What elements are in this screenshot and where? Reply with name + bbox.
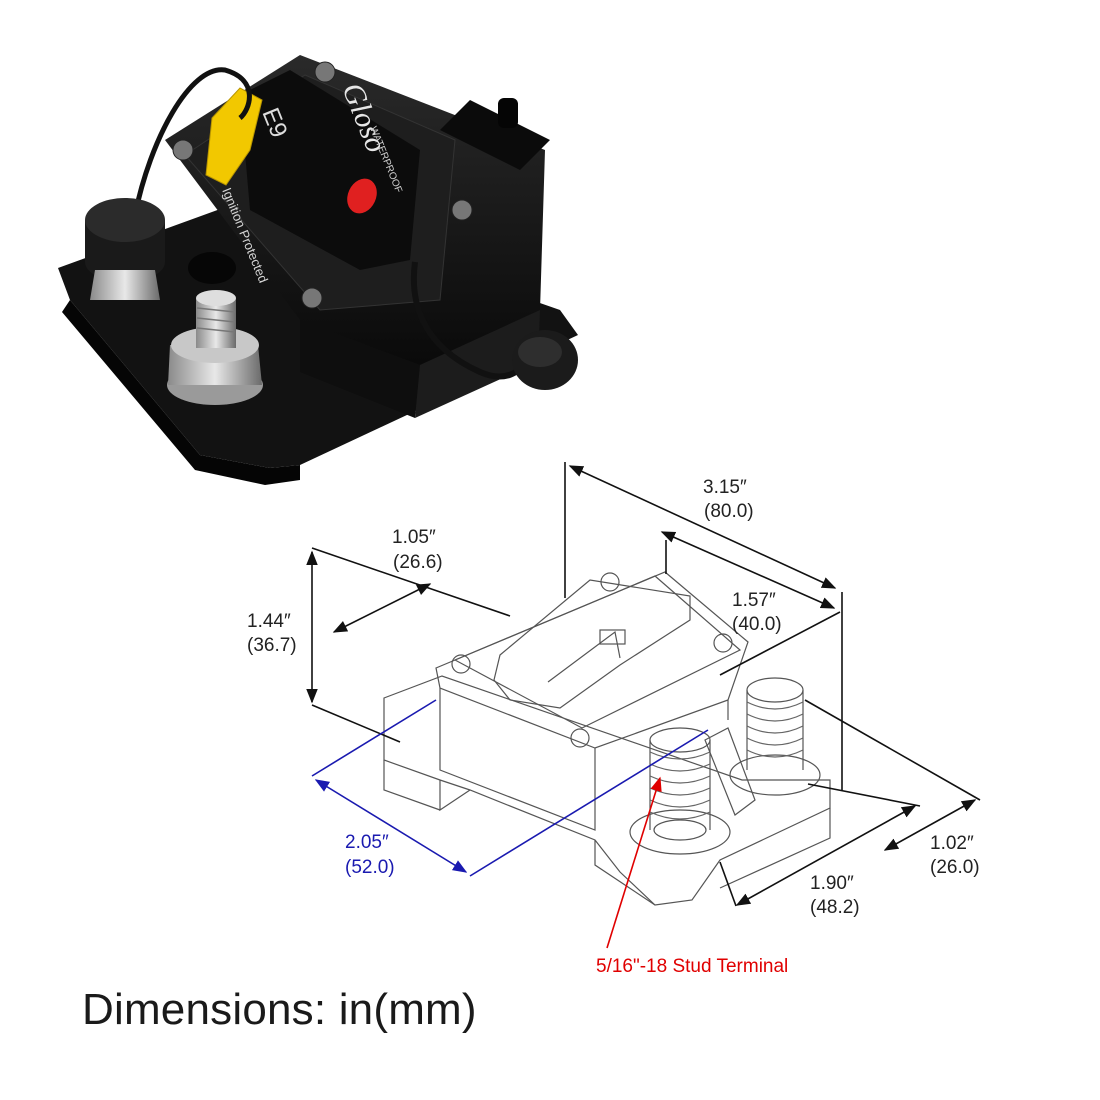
- dim-body-width-mm: (40.0): [732, 614, 782, 635]
- screw-br: [451, 199, 473, 221]
- dimension-lines: [306, 462, 981, 907]
- rubber-cap-left: [85, 198, 165, 282]
- dimensions-caption: Dimensions: in(mm): [82, 985, 477, 1034]
- yellow-knob: [205, 87, 263, 186]
- product-photo: E9 Gloso WATERPROOF Ignition Protected: [58, 55, 578, 485]
- dim-line-cover: [332, 583, 432, 633]
- dim-height-mm: (36.7): [247, 635, 297, 656]
- drawing-base: [383, 675, 831, 906]
- red-indicator: [347, 178, 377, 214]
- dim-stud-spacing-in: 1.02″: [930, 833, 974, 854]
- dim-mount-spacing-in: 2.05″: [345, 832, 389, 853]
- screw-tl: [172, 139, 194, 161]
- stud-terminal-label: 5/16"-18 Stud Terminal: [596, 956, 788, 977]
- lever-cover: [240, 70, 420, 270]
- dim-stud-spacing-mm: (26.0): [930, 857, 980, 878]
- cap-wire: [132, 67, 252, 216]
- drawing-housing: [435, 571, 749, 749]
- dim-line-body-width: [660, 531, 836, 609]
- stud-callout-arrow: [606, 776, 662, 949]
- dim-base-width-mm: (48.2): [810, 897, 860, 918]
- dimension-blue: [311, 699, 709, 877]
- dim-line-mount-spacing: [314, 779, 468, 873]
- dim-overall-mm: (80.0): [704, 501, 754, 522]
- mount-hole: [188, 252, 236, 284]
- dim-line-base-width: [735, 805, 917, 906]
- dim-height-in: 1.44″: [247, 611, 291, 632]
- drawing-stud-right: [729, 677, 821, 796]
- dim-base-width-in: 1.90″: [810, 873, 854, 894]
- drawing-stud-left-thread: [649, 751, 711, 820]
- drawing-stud-left: [629, 727, 731, 855]
- screw-tr: [314, 61, 336, 83]
- dim-mount-spacing-mm: (52.0): [345, 857, 395, 878]
- screw-bl: [301, 287, 323, 309]
- stud-terminal-photo: [167, 290, 263, 405]
- dim-overall-in: 3.15″: [703, 477, 747, 498]
- dim-cover-in: 1.05″: [392, 527, 436, 548]
- dim-body-width-in: 1.57″: [732, 590, 776, 611]
- dim-cover-mm: (26.6): [393, 552, 443, 573]
